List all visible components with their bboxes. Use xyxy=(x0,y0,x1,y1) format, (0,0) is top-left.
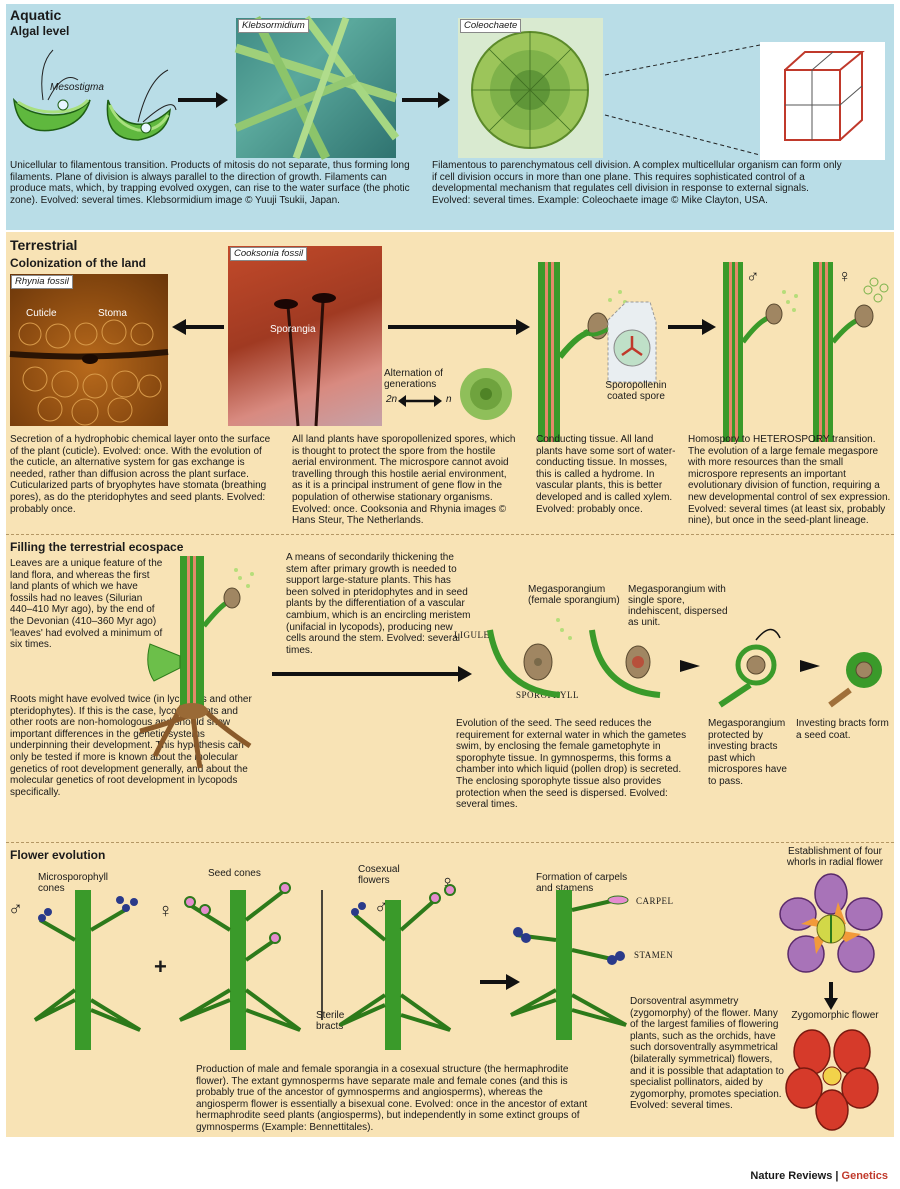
algal-level-subtitle: Algal level xyxy=(10,24,70,38)
leafy-stem-with-roots xyxy=(139,556,254,769)
female-symbol: ♀ xyxy=(838,266,852,286)
arrow-icon xyxy=(272,666,472,682)
seed-cones-label: Seed cones xyxy=(208,868,261,879)
arrow-icon xyxy=(480,974,520,990)
klebsormidium-label: Klebsormidium xyxy=(238,19,309,33)
cooksonia-fossil-image xyxy=(228,246,382,427)
stamen-label: STAMEN xyxy=(634,950,674,960)
journal-name: Nature Reviews xyxy=(750,1170,833,1182)
seed-coat-text: Investing bracts form a seed coat. xyxy=(796,718,889,741)
spores-text: All land plants have sporopollenized spo… xyxy=(292,434,516,527)
cosexual-label: Cosexual flowers xyxy=(358,864,400,886)
footer-separator: | xyxy=(835,1170,839,1182)
carpel-stamen-plant xyxy=(510,890,629,1040)
rhynia-label: Rhynia fossil xyxy=(11,275,73,289)
ecospace-title: Filling the terrestrial ecospace xyxy=(10,540,184,554)
terrestrial-title: Terrestrial xyxy=(10,237,78,253)
heterospory-plants xyxy=(723,262,889,442)
rhynia-fossil-image xyxy=(9,274,169,426)
roots-text: Roots might have evolved twice (in lycop… xyxy=(10,694,252,798)
whorls-label: Establishment of four whorls in radial f… xyxy=(786,846,884,868)
megasporangium-single-label: Megasporangium with single spore, indehi… xyxy=(628,584,728,628)
male-symbol: ♂ xyxy=(8,898,23,920)
aquatic-title: Aquatic xyxy=(10,7,62,23)
colonization-subtitle: Colonization of the land xyxy=(10,256,146,270)
seed-text: Evolution of the seed. The seed reduces … xyxy=(456,718,687,811)
megasporangium-label: Megasporangium (female sporangium) xyxy=(528,584,620,606)
arrow-icon xyxy=(402,92,450,108)
conducting-tissue-plant xyxy=(538,262,657,442)
zygomorphic-flower xyxy=(785,1029,879,1131)
cuticle-text: Secretion of a hydrophobic chemical laye… xyxy=(10,434,271,515)
zygomorphic-label: Zygomorphic flower xyxy=(791,1010,879,1021)
alternation-label: Alternation of generations xyxy=(384,368,443,390)
aquatic-panel xyxy=(6,4,894,230)
hermaphrodite-text: Production of male and female sporangia … xyxy=(196,1064,588,1133)
sporopollenin-label: Sporopollenin coated spore xyxy=(605,380,667,402)
arrow-icon xyxy=(668,319,716,335)
sporangia-label: Sporangia xyxy=(270,324,316,335)
cuticle-label: Cuticle xyxy=(26,308,57,319)
klebsormidium-image xyxy=(234,15,400,161)
mesostigma-label: Mesostigma xyxy=(50,82,104,93)
mesostigma-illustration xyxy=(12,49,177,141)
zygomorphy-text: Dorsoventral asymmetry (zygomorphy) of t… xyxy=(630,996,784,1112)
protected-text: Megasporangium protected by investing br… xyxy=(708,718,787,787)
aquatic-text-right: Filamentous to parenchymatous cell divis… xyxy=(432,160,842,206)
arrow-down-icon xyxy=(824,982,838,1010)
arrow-icon xyxy=(388,319,530,335)
coleochaete-label: Coleochaete xyxy=(460,19,522,33)
male-symbol: ♂ xyxy=(746,266,760,286)
carpels-label: Formation of carpels and stamens xyxy=(536,872,628,894)
haploid-label: n xyxy=(446,394,452,405)
plus-sign: + xyxy=(154,954,167,979)
arrow-left-icon xyxy=(172,319,224,335)
cell-division-cube-diagram xyxy=(604,42,885,160)
radial-flower xyxy=(779,873,883,973)
section-divider xyxy=(6,534,894,535)
moss-image xyxy=(456,364,516,424)
journal-footer: Nature Reviews | Genetics xyxy=(750,1170,888,1182)
diploid-label: 2n xyxy=(386,394,398,405)
section-divider xyxy=(6,842,894,843)
conducting-text: Conducting tissue. All land plants have … xyxy=(536,434,676,515)
stoma-label: Stoma xyxy=(98,308,127,319)
micro-cones-label: Microsporophyll cones xyxy=(38,872,109,894)
leaves-text: Leaves are a unique feature of the land … xyxy=(10,558,163,651)
cone-plants-illustration xyxy=(33,882,456,1050)
ligule-label: LIGULE xyxy=(454,630,490,640)
seed-evolution-sequence xyxy=(487,618,882,708)
carpel-label: CARPEL xyxy=(636,896,674,906)
coleochaete-image xyxy=(458,18,603,158)
heterospory-text: Homospory to HETEROSPORY transition. The… xyxy=(688,434,891,527)
flower-title: Flower evolution xyxy=(10,848,106,862)
journal-section: Genetics xyxy=(841,1170,888,1182)
thickening-text: A means of secondarily thickening the st… xyxy=(286,552,471,656)
female-symbol: ♀ xyxy=(158,900,173,922)
sterile-bracts-label: Sterile bracts xyxy=(316,1010,345,1032)
double-arrow-icon xyxy=(398,395,442,407)
arrow-icon xyxy=(178,92,228,108)
aquatic-text-left: Unicellular to filamentous transition. P… xyxy=(10,160,410,206)
cooksonia-label: Cooksonia fossil xyxy=(230,247,308,261)
